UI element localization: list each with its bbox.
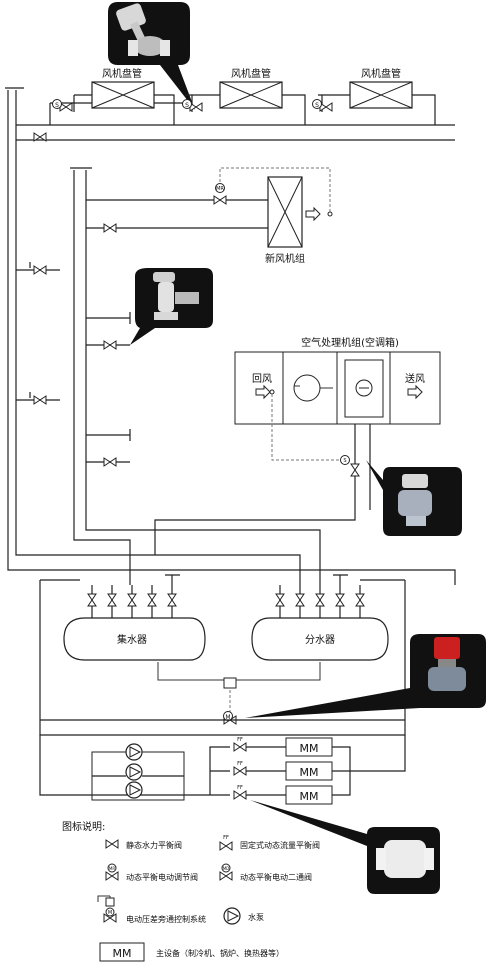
supply-air-label: 送风 — [405, 372, 425, 385]
fixed-flow-valve-photo — [250, 800, 440, 894]
svg-text:FF: FF — [223, 835, 229, 841]
svg-text:MR: MR — [109, 866, 115, 871]
collector-distributor: 集水器 分水器 M — [39, 574, 406, 736]
svg-text:MD: MD — [223, 866, 230, 871]
return-air-label: 回风 — [252, 373, 272, 385]
distributor-label: 分水器 — [305, 634, 335, 646]
fan-coil-label: 风机盘管 — [102, 67, 142, 80]
fan-coil-label: 风机盘管 — [231, 67, 271, 80]
svg-text:MM: MM — [113, 947, 132, 960]
svg-text:FF: FF — [237, 785, 243, 791]
top-valve-photo — [108, 2, 195, 110]
fan-coil-1: 风机盘管 — [91, 67, 155, 109]
svg-text:S: S — [185, 102, 189, 109]
main-equipment-2: MM — [300, 766, 319, 779]
middle-branches — [86, 312, 131, 467]
collector-label: 集水器 — [117, 633, 147, 646]
svg-text:FF: FF — [237, 737, 243, 743]
fresh-air-unit: MR 新风机组 — [86, 167, 333, 265]
ahu-title: 空气处理机组(空调箱) — [301, 336, 399, 349]
legend: 图标说明: 静态水力平衡阀 FF 固定式动态流量平衡阀 MR 动态平衡电动调节阀… — [62, 820, 320, 962]
actuator-valve-photo — [366, 460, 462, 536]
legend-pump-icon — [223, 907, 241, 925]
svg-text:M: M — [108, 910, 112, 916]
legend-static-valve-icon — [105, 839, 119, 849]
main-equipment-1: MM — [300, 742, 319, 755]
pump-station: FF FF FF MM MM MM — [39, 735, 406, 805]
air-handling-unit: 空气处理机组(空调箱) 回风 送风 S — [154, 336, 441, 555]
legend-title: 图标说明: — [62, 820, 105, 833]
legend-main-equipment: 主设备（制冷机、锅炉、换热器等） — [156, 948, 284, 958]
svg-text:FF: FF — [237, 761, 243, 767]
fan-coil-valves: S S S — [52, 99, 333, 112]
svg-text:S: S — [315, 102, 319, 109]
main-equipment-3: MM — [300, 790, 319, 803]
fan-coil-3: 风机盘管 — [349, 67, 413, 109]
svg-text:S: S — [343, 458, 346, 464]
mid-valve-photo — [130, 268, 213, 345]
fresh-air-unit-label: 新风机组 — [265, 252, 305, 265]
legend-two-way-valve-icon — [219, 871, 233, 881]
svg-text:S: S — [55, 102, 59, 109]
fan-coil-2: 风机盘管 — [219, 67, 283, 109]
legend-main-equipment-icon — [99, 942, 145, 962]
svg-text:MR: MR — [216, 186, 224, 192]
legend-fixed-flow-valve: 固定式动态流量平衡阀 — [240, 840, 320, 850]
legend-dynamic-regulating-valve: 动态平衡电动调节阀 — [126, 872, 198, 882]
legend-pump: 水泵 — [248, 912, 264, 922]
svg-text:M: M — [225, 714, 230, 721]
legend-bypass-icon: M — [97, 895, 117, 923]
legend-dynamic-two-way-valve: 动态平衡电动二通阀 — [240, 872, 312, 882]
legend-static-balance-valve: 静态水力平衡阀 — [126, 840, 182, 850]
legend-bypass-control: 电动压差旁通控制系统 — [126, 914, 206, 924]
bypass-valve-photo — [245, 634, 486, 718]
fan-coil-label: 风机盘管 — [361, 67, 401, 80]
main-risers — [5, 87, 456, 585]
fan-coil-row — [49, 94, 436, 125]
legend-fixed-flow-icon — [219, 841, 233, 851]
legend-regulating-valve-icon — [105, 871, 119, 881]
